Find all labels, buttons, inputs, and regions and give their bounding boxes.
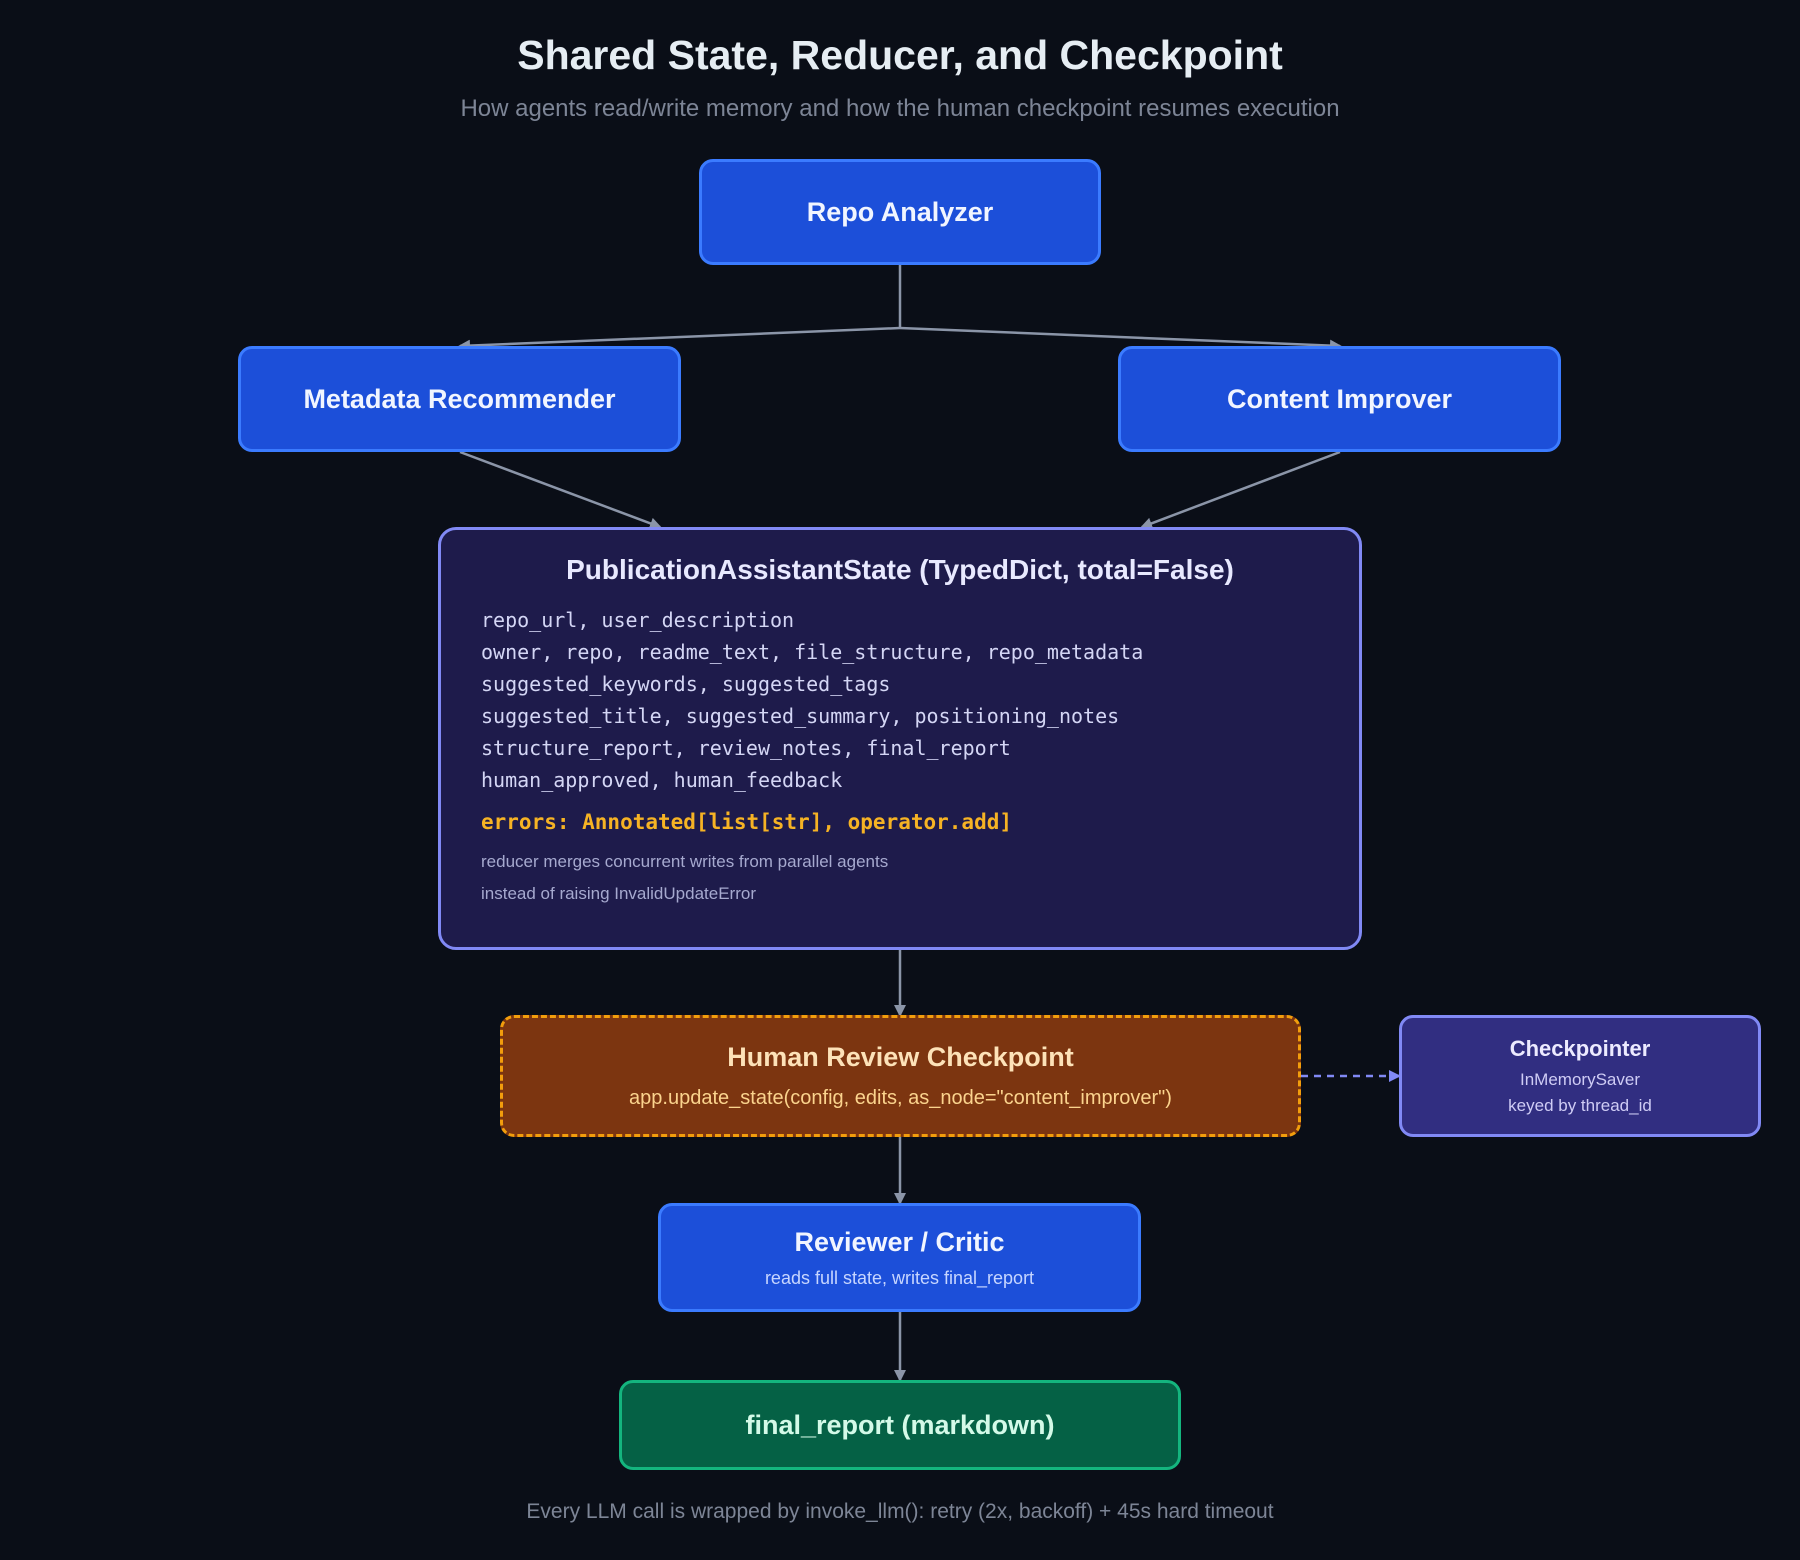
diagram-title: Shared State, Reducer, and Checkpoint — [517, 32, 1283, 78]
checkpointer-node: Checkpointer InMemorySaver keyed by thre… — [1399, 1015, 1761, 1137]
metadata-recommender-node: Metadata Recommender — [238, 346, 681, 452]
checkpointer-detail: keyed by thread_id — [1508, 1096, 1652, 1115]
connector-metadata-to-state — [459, 450, 662, 530]
final-report-node: final_report (markdown) — [619, 1380, 1181, 1470]
content-improver-label: Content Improver — [1226, 383, 1453, 414]
final-report-label: final_report (markdown) — [745, 1409, 1055, 1440]
state-field-line: repo_url, user_description — [481, 608, 795, 632]
connector-repo-to-content — [899, 326, 1342, 352]
state-field-line: owner, repo, readme_text, file_structure… — [481, 640, 1144, 664]
human-review-detail: app.update_state(config, edits, as_node=… — [629, 1087, 1172, 1109]
state-field-line: human_approved, human_feedback — [481, 768, 843, 792]
reviewer-label: Reviewer / Critic — [794, 1226, 1005, 1257]
human-review-checkpoint-node: Human Review Checkpoint app.update_state… — [500, 1015, 1301, 1137]
connector-content-to-state — [1140, 450, 1341, 530]
content-improver-node: Content Improver — [1118, 346, 1561, 452]
repo-analyzer-label: Repo Analyzer — [806, 196, 994, 227]
repo-analyzer-node: Repo Analyzer — [699, 159, 1101, 265]
reviewer-detail: reads full state, writes final_report — [764, 1267, 1035, 1288]
checkpointer-detail: InMemorySaver — [1520, 1070, 1640, 1089]
state-field-line: suggested_title, suggested_summary, posi… — [481, 704, 1120, 728]
checkpointer-label: Checkpointer — [1509, 1036, 1651, 1061]
state-reducer-note: reducer merges concurrent writes from pa… — [481, 852, 889, 871]
state-reducer-note: instead of raising InvalidUpdateError — [481, 884, 756, 903]
shared-state-box: PublicationAssistantState (TypedDict, to… — [438, 527, 1362, 950]
metadata-recommender-label: Metadata Recommender — [303, 383, 616, 414]
state-reducer-field: errors: Annotated[list[str], operator.ad… — [481, 810, 1013, 834]
connector-repo-to-metadata — [458, 326, 901, 352]
diagram-subtitle: How agents read/write memory and how the… — [460, 95, 1340, 122]
state-field-line: suggested_keywords, suggested_tags — [481, 672, 891, 696]
state-field-line: structure_report, review_notes, final_re… — [481, 736, 1011, 760]
diagram-footer-note: Every LLM call is wrapped by invoke_llm(… — [526, 1500, 1274, 1523]
state-title: PublicationAssistantState (TypedDict, to… — [566, 554, 1234, 585]
reviewer-critic-node: Reviewer / Critic reads full state, writ… — [658, 1203, 1141, 1312]
human-review-label: Human Review Checkpoint — [727, 1042, 1074, 1072]
